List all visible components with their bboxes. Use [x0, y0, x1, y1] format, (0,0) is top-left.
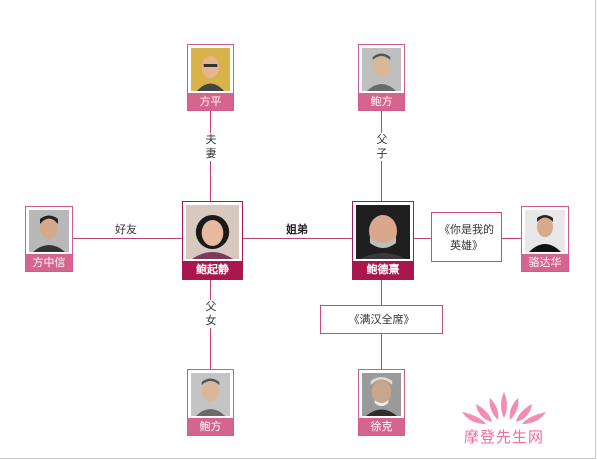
work-hero-line1: 《你是我的	[439, 223, 494, 236]
connector-fangzhongxin-baoqijing	[72, 238, 182, 239]
relation-father-char: 父	[376, 133, 388, 146]
portrait-photo	[29, 210, 69, 252]
person-card-bao-fang-bottom[interactable]: 鲍方	[187, 369, 234, 436]
person-name: 方中信	[26, 254, 72, 271]
person-name: 骆达华	[522, 254, 568, 271]
relation-son-char: 子	[376, 147, 388, 160]
person-name: 鲍起静	[183, 261, 242, 279]
relation-father-daughter: 父 女	[204, 300, 218, 328]
person-card-xu-ke[interactable]: 徐克	[358, 369, 405, 436]
portrait-photo	[191, 48, 230, 91]
person-card-bao-qijing[interactable]: 鲍起静	[182, 201, 243, 280]
person-name: 方平	[188, 93, 233, 110]
person-card-fang-zhongxin[interactable]: 方中信	[25, 206, 73, 272]
connector-siblings	[242, 238, 352, 239]
portrait-photo	[362, 48, 401, 91]
person-card-fang-ping[interactable]: 方平	[187, 44, 234, 111]
site-watermark: 摩登先生网	[418, 388, 590, 456]
person-name: 徐克	[359, 418, 404, 435]
person-card-luo-dahua[interactable]: 骆达华	[521, 206, 569, 272]
relation-husband-wife: 夫 妻	[204, 133, 218, 161]
relation-father-char-2: 父	[205, 300, 217, 313]
relation-wife-char: 妻	[205, 147, 217, 160]
person-name: 鲍方	[188, 418, 233, 435]
person-card-bao-fang-top[interactable]: 鲍方	[358, 44, 405, 111]
work-you-are-my-hero: 《你是我的 英雄》	[431, 212, 502, 262]
portrait-photo	[186, 205, 239, 259]
person-card-bao-dezhe[interactable]: 鲍德熹	[352, 201, 414, 280]
work-manhan-feast: 《满汉全席》	[320, 305, 443, 334]
relation-siblings: 姐弟	[281, 223, 313, 237]
person-name: 鲍德熹	[353, 261, 413, 279]
connector-hero-luodahua	[501, 238, 521, 239]
relation-daughter-char: 女	[205, 314, 217, 327]
connector-baodezhe-hero	[414, 238, 432, 239]
portrait-photo	[362, 373, 401, 416]
work-hero-line2: 英雄》	[450, 239, 483, 252]
portrait-photo	[525, 210, 565, 252]
portrait-photo	[356, 205, 410, 259]
portrait-photo	[191, 373, 230, 416]
relation-father-son: 父 子	[375, 133, 389, 161]
lotus-icon	[462, 392, 546, 424]
relation-friend: 好友	[110, 223, 142, 237]
watermark-text: 摩登先生网	[463, 428, 544, 446]
relation-husband-char: 夫	[205, 133, 217, 146]
person-name: 鲍方	[359, 93, 404, 110]
